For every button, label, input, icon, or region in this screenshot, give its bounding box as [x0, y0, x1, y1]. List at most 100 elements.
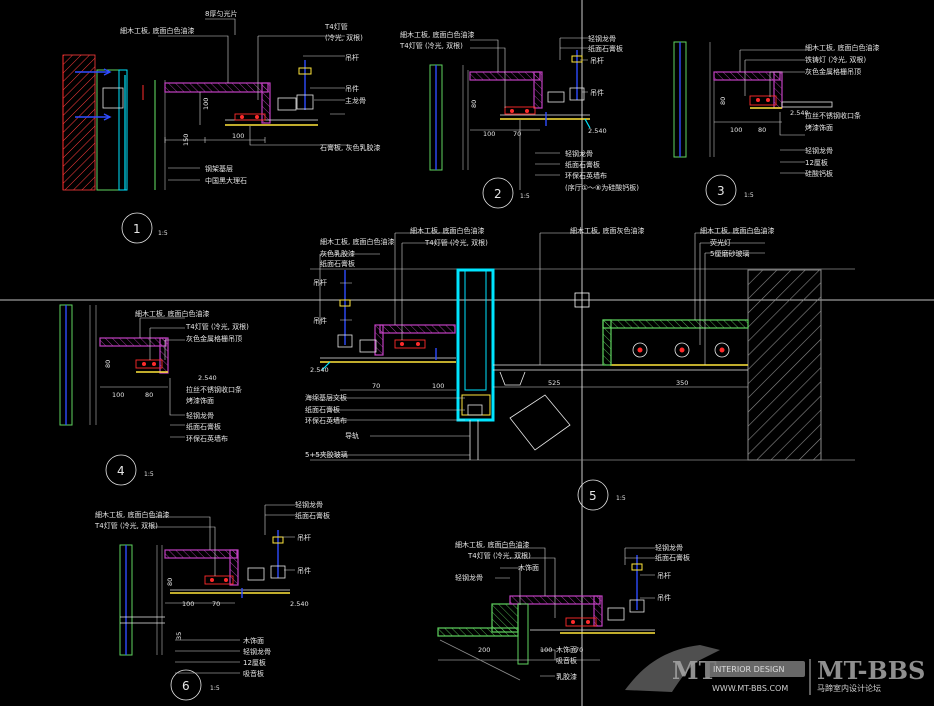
label: 細木工板, 底面白色油漆 [120, 26, 194, 35]
dim-100: 100 [730, 126, 742, 134]
elevation: 2.540 [588, 127, 607, 135]
label: 烤漆饰面 [186, 396, 214, 405]
label: 硅酸钙板 [805, 169, 833, 178]
dim-80: 80 [104, 360, 112, 368]
label: 吸音板 [556, 656, 577, 665]
label: 钢架基层 [205, 164, 233, 173]
label: 主龙骨 [345, 96, 366, 105]
label: 12厘板 [243, 658, 266, 667]
detail-marker [482, 177, 514, 209]
dim-100: 100 [432, 382, 444, 390]
label: (序厅①～⑧为硅酸钙板) [565, 183, 639, 192]
elevation: 2.540 [310, 366, 329, 374]
dim-100: 100 [202, 98, 210, 110]
label: 細木工板, 底面白色油漆 [320, 237, 394, 246]
detail-1: 150 100 100 8厚匀光片 細木工板, 底面白色油漆 T4灯管 (冷光,… [62, 9, 380, 244]
label: 石膏板, 灰色乳胶漆 [320, 143, 380, 152]
label: 木饰面 [243, 636, 264, 645]
elevation: 2.540 [790, 109, 809, 117]
dim-80b: 80 [758, 126, 766, 134]
elevation: 2.540 [198, 374, 217, 382]
dim-35: 35 [175, 632, 183, 640]
dim-100: 100 [182, 600, 194, 608]
label: 吊杆 [590, 56, 604, 65]
label: 纸面石膏板 [305, 405, 340, 414]
label: 吊件 [345, 84, 359, 93]
detail-scale: 1:5 [210, 685, 220, 692]
label: 細木工板, 底面白色油漆 [455, 540, 529, 549]
label: 細木工板, 底面白色油漆 [400, 30, 474, 39]
dim-200: 200 [478, 646, 490, 654]
dim-70: 70 [513, 130, 521, 138]
label: 細木工板, 底面白色油漆 [135, 309, 209, 318]
detail-2: 100 70 80 2.540 細木工板, 底面白色油漆 T4灯管 (冷光, 双… [399, 30, 639, 209]
dim-150: 150 [182, 134, 190, 146]
watermark-badge: INTERIOR DESIGN [713, 665, 784, 674]
dim-70: 70 [575, 646, 583, 654]
horse-logo [625, 645, 720, 692]
label: 吊杆 [345, 53, 359, 62]
label: 海绵基层文板 [305, 393, 347, 402]
label: 纸面石膏板 [320, 259, 355, 268]
dim-525: 525 [548, 379, 560, 387]
detail-number: 4 [117, 464, 125, 478]
label: 乳胶漆 [556, 672, 577, 681]
label: 轻钢龙骨 [655, 543, 683, 552]
detail-marker [705, 174, 737, 206]
detail-marker [577, 479, 609, 511]
label: 吊件 [657, 593, 671, 602]
label: 細木工板, 底面白色油漆 [410, 226, 484, 235]
label: 轻钢龙骨 [588, 34, 616, 43]
label: T4灯管 (冷光, 双根) [94, 521, 158, 530]
label: 細木工板, 底面灰色油漆 [570, 226, 644, 235]
label: 中国黑大理石 [205, 176, 247, 185]
dim-70: 70 [372, 382, 380, 390]
dim-80b: 80 [145, 391, 153, 399]
label: 纸面石膏板 [565, 160, 600, 169]
detail-number: 6 [182, 679, 190, 693]
label: 吊杆 [657, 571, 671, 580]
label: 纸面石膏板 [588, 44, 623, 53]
label: 灰色乳胶漆 [320, 249, 355, 258]
detail-scale: 1:5 [744, 192, 754, 199]
label: 木饰面 [518, 563, 539, 572]
label: 細木工板, 底面白色油漆 [805, 43, 879, 52]
elevation: 2.540 [290, 600, 309, 608]
label: 环保石英墙布 [565, 171, 607, 180]
label: 轻钢龙骨 [565, 149, 593, 158]
dim-80: 80 [470, 100, 478, 108]
dim-80: 80 [166, 578, 174, 586]
detail-4: 100 80 80 2.540 細木工板, 底面白色油漆 T4灯管 (冷光, 双… [59, 304, 249, 486]
label: T4灯管 (冷光, 双根) [467, 551, 531, 560]
detail-number: 5 [589, 489, 597, 503]
label: 木饰面 [556, 645, 577, 654]
label: 吊杆 [313, 278, 327, 287]
label: 細木工板, 底面白色油漆 [95, 510, 169, 519]
label: 荧光灯 [710, 238, 731, 247]
label: 纸面石膏板 [655, 553, 690, 562]
detail-scale: 1:5 [144, 471, 154, 478]
dim-350: 350 [676, 379, 688, 387]
label: 轻钢龙骨 [455, 573, 483, 582]
label: 吊件 [313, 316, 327, 325]
detail-number: 2 [494, 187, 502, 201]
label: T4灯管 (冷光, 双根) [185, 322, 249, 331]
label: 轻钢龙骨 [243, 647, 271, 656]
detail-5: 70 100 525 350 2.540 細木工板, 底面白色油漆 灰色乳胶漆 … [305, 226, 855, 511]
label: 环保石英墙布 [186, 434, 228, 443]
label: 灰色金属格栅吊顶 [186, 334, 242, 343]
watermark-tagline: 马蹄室内设计论坛 [817, 683, 881, 693]
label: T4灯管 (冷光, 双根) [399, 41, 463, 50]
detail-scale: 1:5 [158, 230, 168, 237]
dim-70: 70 [212, 600, 220, 608]
detail-6: 100 70 80 2.540 35 細木工板, 底面白色油漆 T4灯管 (冷光… [94, 500, 330, 701]
dim-100: 100 [483, 130, 495, 138]
label: 纸面石膏板 [295, 511, 330, 520]
dim-100b: 100 [232, 132, 244, 140]
label: T4灯管 [324, 22, 348, 31]
label: 铁铸灯 (冷光, 双根) [805, 55, 866, 64]
label: 8厚匀光片 [205, 9, 237, 18]
detail-marker [170, 669, 202, 701]
label: 12厘板 [805, 158, 828, 167]
